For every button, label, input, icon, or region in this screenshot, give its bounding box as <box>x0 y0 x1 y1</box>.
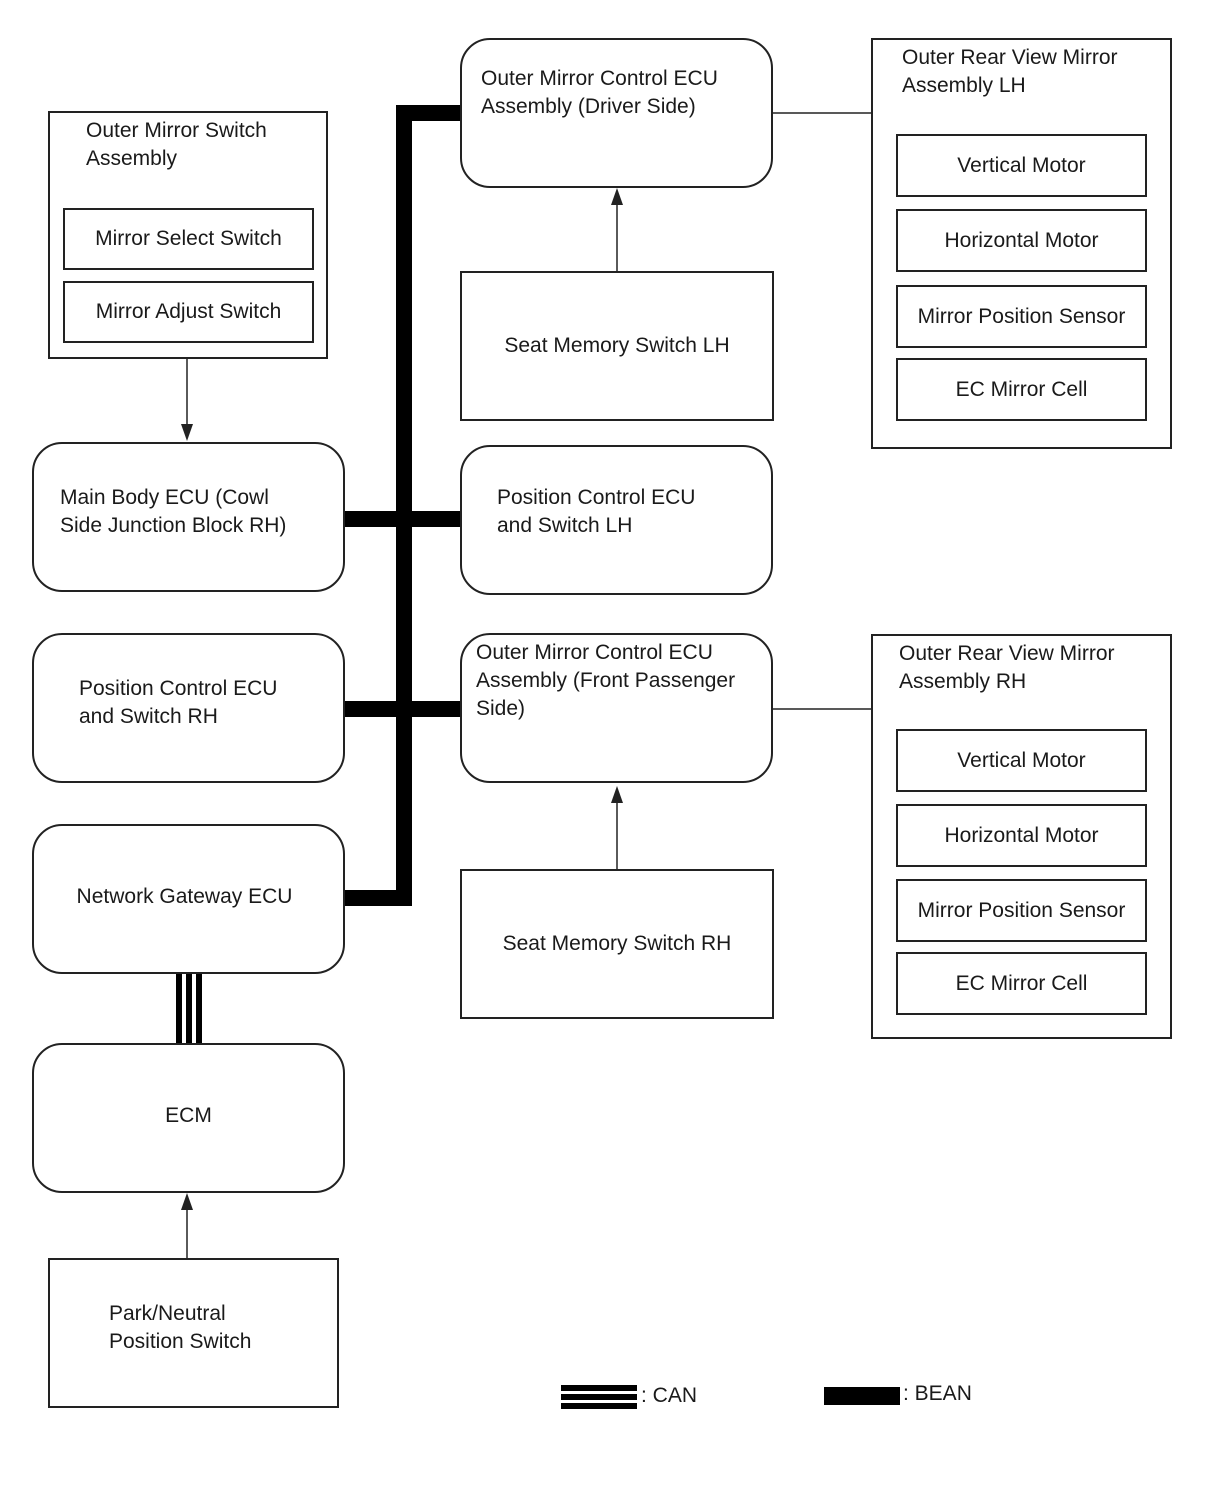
seat-memory-switch-lh-label: Seat Memory Switch LH <box>504 334 730 357</box>
seat-memory-switch-rh: Seat Memory Switch RH <box>460 869 774 1019</box>
ecm: ECM <box>32 1043 345 1193</box>
mirror-position-sensor-rh: Mirror Position Sensor <box>896 879 1147 942</box>
position-control-ecu-rh: Position Control ECU and Switch RH <box>32 633 345 783</box>
park-neutral-position-switch-label: Park/Neutral Position Switch <box>109 1302 252 1353</box>
can-line-gap-right <box>192 972 196 1044</box>
arrowhead-down-main-body <box>181 424 193 441</box>
arrowhead-up-mirror-ecu-passenger <box>611 786 623 803</box>
mirror-position-sensor-lh: Mirror Position Sensor <box>896 285 1147 348</box>
vertical-motor-rh: Vertical Motor <box>896 729 1147 792</box>
network-gateway-ecu: Network Gateway ECU <box>32 824 345 974</box>
outer-mirror-control-ecu-passenger-label: Outer Mirror Control ECU Assembly (Front… <box>476 641 736 720</box>
position-control-ecu-rh-label: Position Control ECU and Switch RH <box>79 677 278 728</box>
ecm-label: ECM <box>165 1104 212 1127</box>
legend-can-symbol <box>561 1385 637 1409</box>
mirror-adjust-switch: Mirror Adjust Switch <box>63 281 314 343</box>
can-line-gap-left <box>182 972 186 1044</box>
outer-rear-view-mirror-lh-title: Outer Rear View Mirror Assembly LH <box>902 46 1118 97</box>
horizontal-motor-lh: Horizontal Motor <box>896 209 1147 272</box>
seat-memory-switch-rh-label: Seat Memory Switch RH <box>502 932 732 955</box>
can-line-outer <box>176 972 202 1044</box>
seat-memory-switch-lh: Seat Memory Switch LH <box>460 271 774 421</box>
park-neutral-position-switch: Park/Neutral Position Switch <box>48 1258 339 1408</box>
outer-mirror-switch-assembly-title: Outer Mirror Switch Assembly <box>86 119 267 170</box>
outer-mirror-control-ecu-driver: Outer Mirror Control ECU Assembly (Drive… <box>460 38 773 188</box>
position-control-ecu-lh: Position Control ECU and Switch LH <box>460 445 773 595</box>
outer-rear-view-mirror-lh: Outer Rear View Mirror Assembly LH Verti… <box>871 38 1172 449</box>
mirror-select-switch: Mirror Select Switch <box>63 208 314 270</box>
vertical-motor-lh: Vertical Motor <box>896 134 1147 197</box>
outer-rear-view-mirror-rh: Outer Rear View Mirror Assembly RH Verti… <box>871 634 1172 1039</box>
ec-mirror-cell-lh: EC Mirror Cell <box>896 358 1147 421</box>
bean-bus <box>344 105 461 906</box>
legend-bean-label: : BEAN <box>903 1382 972 1405</box>
main-body-ecu-label: Main Body ECU (Cowl Side Junction Block … <box>60 486 287 537</box>
outer-mirror-switch-assembly: Outer Mirror Switch Assembly Mirror Sele… <box>48 111 328 359</box>
arrowhead-up-mirror-ecu-driver <box>611 188 623 205</box>
can-bus <box>176 972 202 1044</box>
horizontal-motor-rh: Horizontal Motor <box>896 804 1147 867</box>
legend-bean-symbol <box>824 1387 900 1405</box>
network-gateway-ecu-label: Network Gateway ECU <box>76 885 293 908</box>
main-body-ecu: Main Body ECU (Cowl Side Junction Block … <box>32 442 345 592</box>
outer-mirror-control-ecu-passenger: Outer Mirror Control ECU Assembly (Front… <box>460 633 773 783</box>
ec-mirror-cell-rh: EC Mirror Cell <box>896 952 1147 1015</box>
arrowhead-up-ecm <box>181 1193 193 1210</box>
legend-can-label: : CAN <box>641 1384 698 1407</box>
outer-rear-view-mirror-rh-title: Outer Rear View Mirror Assembly RH <box>899 642 1115 693</box>
outer-mirror-control-ecu-driver-label: Outer Mirror Control ECU Assembly (Drive… <box>481 67 718 118</box>
position-control-ecu-lh-label: Position Control ECU and Switch LH <box>497 486 696 537</box>
